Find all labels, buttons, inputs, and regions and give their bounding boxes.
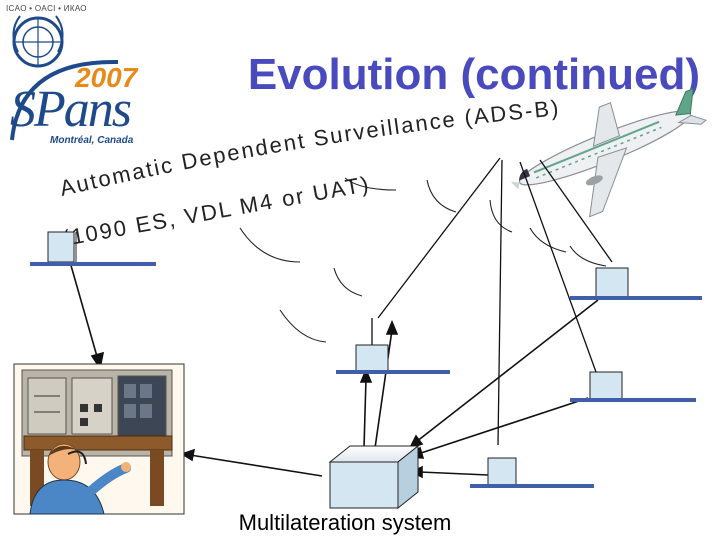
controller-illustration	[13, 363, 185, 515]
ground-station-right-top	[570, 267, 702, 300]
data-arrows	[69, 261, 599, 479]
ground-station-left	[30, 231, 156, 266]
logo-city: Montréal, Canada	[50, 135, 134, 146]
diagram-caption: Multilateration system	[238, 510, 452, 535]
page-title: Evolution (continued)	[247, 50, 700, 99]
signal-arcs	[239, 177, 607, 343]
ground-station-right-bottom	[470, 457, 594, 488]
logo-year: 2007	[75, 62, 138, 93]
signal-lines	[371, 157, 613, 446]
plane-icon	[510, 87, 707, 218]
logo-org-text: ICAO • OACI • ИКАО	[6, 4, 87, 13]
un-emblem-icon	[12, 15, 64, 68]
datalink-arc-text: (1090 ES, VDL M4 or UAT))	[0, 0, 372, 251]
logo-swoosh	[10, 59, 119, 141]
ground-station-middle	[336, 344, 450, 374]
central-processor-icon	[328, 444, 420, 510]
ground-station-right-middle	[570, 371, 696, 402]
